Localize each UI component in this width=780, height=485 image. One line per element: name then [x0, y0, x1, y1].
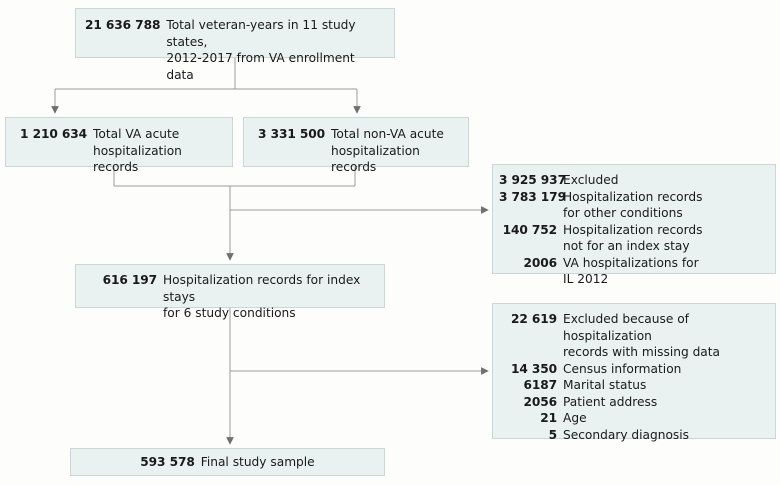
node-index-stay-records-number: 616 197 [102, 273, 158, 287]
exclusion-item-number: 6187 [523, 378, 557, 392]
exclusion-item: 3 783 179 Hospitalization records for ot… [499, 189, 767, 222]
exclusion-total-number: 3 925 937 [499, 173, 566, 187]
exclusion-item: 2006 VA hospitalizations for IL 2012 [499, 255, 767, 288]
node-non-va-acute-records-label: Total non-VA acute hospitalization recor… [331, 127, 444, 174]
exclusion-item-label: Patient address [563, 394, 658, 409]
exclusion-box-missing-data: 22 619 Excluded because of hospitalizati… [492, 303, 776, 442]
exclusion-item-number: 5 [548, 427, 557, 442]
exclusion-total-number: 22 619 [510, 312, 557, 326]
exclusion-item: 21 Age [499, 410, 767, 427]
exclusion-item: 2056 Patient address [499, 394, 767, 411]
exclusion-item-number: 3 783 179 [499, 189, 566, 204]
exclusion-header: 22 619 Excluded because of hospitalizati… [499, 311, 767, 361]
node-va-acute-records-label: Total VA acute hospitalization records [93, 127, 182, 174]
exclusion-item-number: 2056 [523, 394, 557, 409]
exclusion-header-label: Excluded [563, 173, 619, 187]
exclusion-item: 14 350 Census information [499, 361, 767, 378]
node-final-study-sample-label: Final study sample [200, 455, 315, 469]
exclusion-item-number: 2006 [523, 255, 557, 270]
node-non-va-acute-records: 3 331 500 Total non-VA acute hospitaliza… [243, 117, 469, 174]
exclusion-header-label: Excluded because of hospitalization reco… [563, 312, 721, 359]
node-final-study-sample-number: 593 578 [140, 455, 195, 469]
node-non-va-acute-records-number: 3 331 500 [258, 127, 325, 141]
exclusion-item: 140 752 Hospitalization records not for … [499, 222, 767, 255]
exclusion-item: 5 Secondary diagnosis [499, 427, 767, 444]
node-index-stay-records-label: Hospitalization records for index stays … [163, 273, 361, 320]
exclusion-item-number: 140 752 [502, 222, 558, 237]
exclusion-item-label: Age [563, 411, 587, 425]
node-va-acute-records: 1 210 634 Total VA acute hospitalization… [5, 117, 233, 174]
node-final-study-sample: 593 578 Final study sample [70, 448, 385, 476]
exclusion-item-label: Secondary diagnosis [563, 427, 690, 442]
exclusion-item-number: 14 350 [510, 361, 557, 376]
exclusion-item: 6187 Marital status [499, 377, 767, 394]
exclusion-item-label: Marital status [563, 378, 647, 392]
exclusion-item-number: 21 [540, 411, 557, 425]
exclusion-box-conditions: 3 925 937 Excluded 3 783 179 Hospitaliza… [492, 164, 776, 286]
exclusion-item-label: VA hospitalizations for IL 2012 [563, 255, 699, 287]
exclusion-item-label: Hospitalization records not for an index… [563, 222, 703, 254]
node-total-veteran-years: 21 636 788 Total veteran-years in 11 stu… [75, 8, 395, 82]
exclusion-item-label: Hospitalization records for other condit… [563, 189, 703, 221]
node-va-acute-records-number: 1 210 634 [20, 127, 87, 141]
exclusion-item-label: Census information [563, 361, 682, 376]
exclusion-header: 3 925 937 Excluded [499, 172, 767, 189]
node-index-stay-records: 616 197 Hospitalization records for inde… [75, 264, 385, 320]
node-total-veteran-years-label: Total veteran-years in 11 study states, … [166, 18, 356, 82]
node-total-veteran-years-number: 21 636 788 [85, 18, 161, 32]
